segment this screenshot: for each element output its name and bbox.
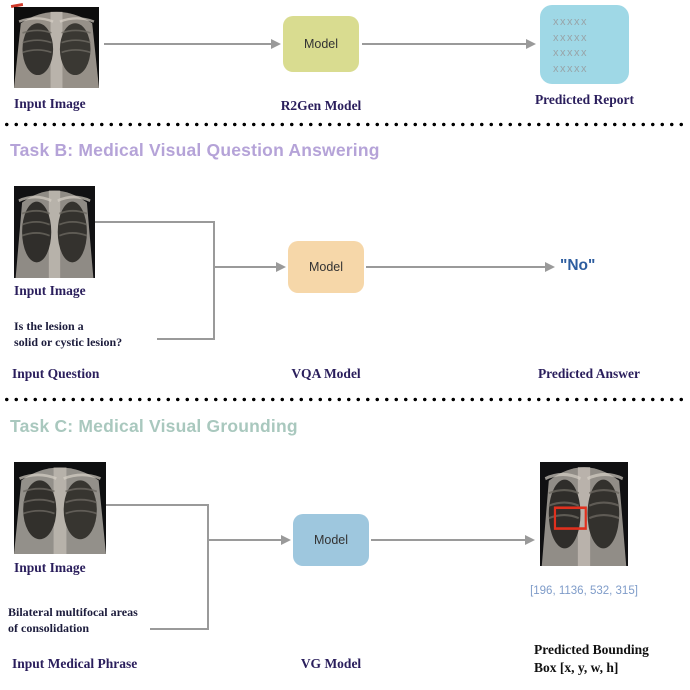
arrow-b-model-to-answer <box>366 261 555 272</box>
task-a-predicted-report-box: xxxxx xxxxx xxxxx xxxxx <box>540 5 629 84</box>
task-b-question-label: Input Question <box>12 366 100 381</box>
task-c-model-box: Model <box>293 514 369 566</box>
task-c-output-xray-image <box>540 462 628 566</box>
task-c-input-xray-image <box>14 462 106 554</box>
task-a-model-box-text: Model <box>303 37 339 51</box>
task-a-model-box: Model <box>283 16 359 72</box>
task-b-predicted-answer-text: "No" <box>560 257 596 274</box>
connector-c-vertical <box>207 504 209 630</box>
report-line: xxxxx <box>553 47 588 59</box>
task-c-title: Task C: Medical Visual Grounding <box>10 416 298 436</box>
task-b-input-image-label: Input Image <box>14 283 86 298</box>
task-b-question-text: Is the lesion a solid or cystic lesion? <box>14 318 122 350</box>
task-c-input-image-label: Input Image <box>14 560 86 575</box>
task-a-input-image-label: Input Image <box>14 96 86 111</box>
task-b-input-xray-image <box>14 186 95 278</box>
connector-b-vertical <box>213 221 215 340</box>
task-c-model-box-text: Model <box>313 533 349 547</box>
arrow-a-model-to-output <box>362 38 536 49</box>
section-divider <box>2 397 688 402</box>
task-b-title: Task B: Medical Visual Question Answerin… <box>10 140 380 160</box>
task-c-model-label: VG Model <box>300 656 362 671</box>
section-divider <box>2 122 688 127</box>
arrow-a-input-to-model <box>104 38 281 49</box>
question-line-1: Is the lesion a <box>14 319 84 333</box>
task-b-answer-label: Predicted Answer <box>537 366 641 381</box>
report-line: xxxxx <box>553 62 588 75</box>
connector-c-image <box>106 504 209 506</box>
output-label-line-2: Box [x, y, w, h] <box>534 659 619 675</box>
arrow-b-merge-to-model <box>213 261 286 272</box>
task-c-bbox-values: [196, 1136, 532, 315] <box>530 585 638 597</box>
phrase-line-1: Bilateral multifocal areas <box>8 605 138 619</box>
task-a-output-label: Predicted Report <box>534 92 635 107</box>
output-label-line-1: Predicted Bounding <box>534 642 649 657</box>
arrow-c-merge-to-model <box>207 534 291 545</box>
connector-b-question <box>157 338 215 340</box>
connector-c-phrase <box>150 628 209 630</box>
phrase-line-2: of consolidation <box>8 621 90 635</box>
task-a-input-xray-image <box>14 7 99 88</box>
task-b-model-label: VQA Model <box>291 366 361 381</box>
report-line: xxxxx <box>553 16 588 28</box>
connector-b-image <box>95 221 215 223</box>
question-line-2: solid or cystic lesion? <box>14 335 123 349</box>
task-c-output-label: Predicted Bounding Box [x, y, w, h] <box>534 641 684 676</box>
predicted-bounding-box-overlay <box>553 506 587 530</box>
report-line: xxxxx <box>553 31 588 44</box>
task-b-model-box: Model <box>288 241 364 293</box>
task-b-model-box-text: Model <box>308 260 344 274</box>
task-a-model-label: R2Gen Model <box>280 98 362 113</box>
arrow-c-model-to-output <box>371 534 535 545</box>
task-c-phrase-text: Bilateral multifocal areas of consolidat… <box>8 604 138 636</box>
task-c-phrase-label: Input Medical Phrase <box>12 656 138 671</box>
